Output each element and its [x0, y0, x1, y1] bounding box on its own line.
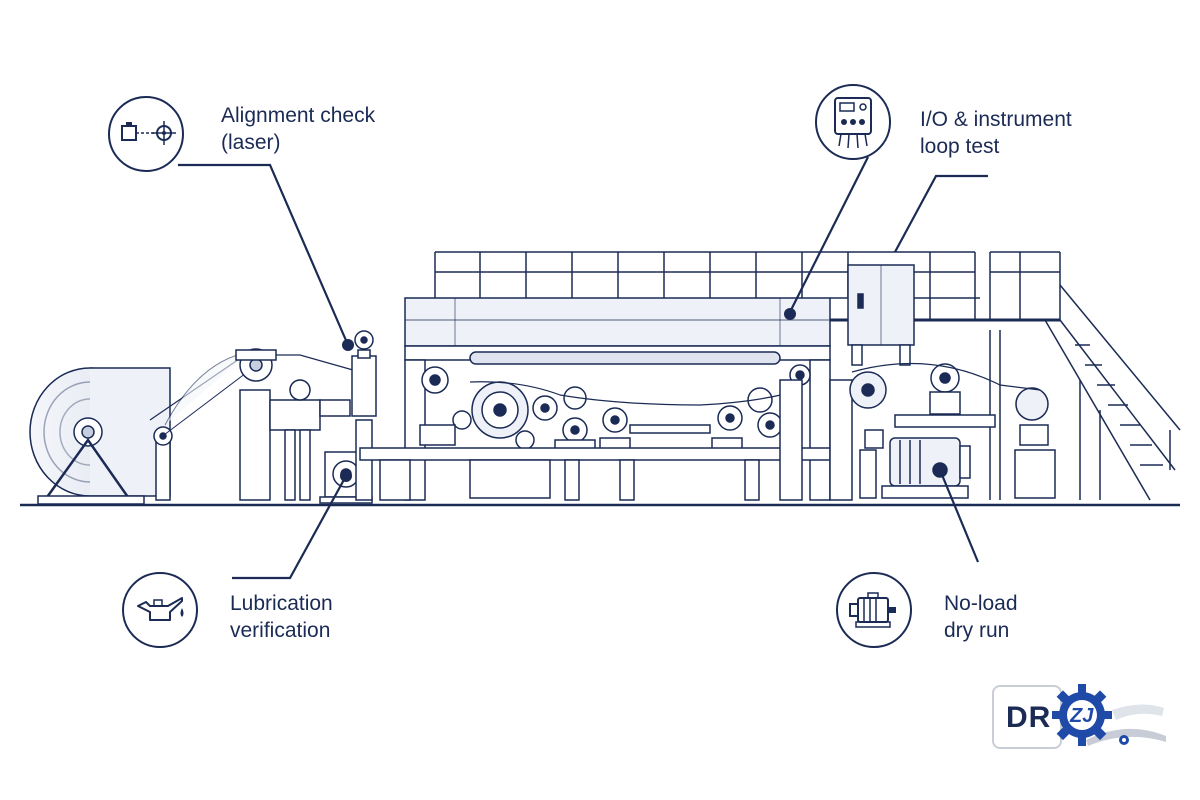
- callout-lines: [178, 156, 988, 580]
- drive-motor: [881, 437, 971, 499]
- io-test-line1: I/O & instrument: [920, 108, 1072, 131]
- brand-logo: DR ZJ: [992, 684, 1172, 750]
- alignment-check-label: Alignment check (laser): [221, 102, 375, 156]
- control-cabinet: [847, 264, 915, 366]
- paper-web-main: [469, 381, 801, 406]
- rewind-section: [829, 363, 1056, 501]
- logo-text: DR: [1006, 701, 1052, 734]
- alignment-line2: (laser): [221, 131, 281, 154]
- dry-run-line2: dry run: [944, 619, 1010, 642]
- lubrication-label: Lubrication verification: [230, 590, 333, 644]
- io-test-label: I/O & instrument loop test: [920, 106, 1072, 160]
- lubrication-line1: Lubrication: [230, 592, 333, 615]
- control-panel-icon: [815, 84, 891, 160]
- alignment-stand: [351, 330, 377, 501]
- lower-frame: [359, 379, 831, 501]
- alignment-line1: Alignment check: [221, 104, 376, 127]
- logo-mark: ZJ: [1069, 705, 1094, 727]
- dry-run-label: No-load dry run: [944, 590, 1018, 644]
- gear-logo-icon: ZJ: [1052, 684, 1166, 746]
- io-test-line2: loop test: [920, 135, 1000, 158]
- tension-station: [235, 348, 351, 501]
- roll-set: [419, 364, 811, 457]
- guide-roll-stand: [153, 426, 173, 501]
- oil-can-icon: [122, 572, 198, 648]
- laser-alignment-icon: [108, 96, 184, 172]
- staircase: [1044, 284, 1181, 501]
- callout-dots: [340, 308, 946, 482]
- lubrication-line2: verification: [230, 619, 331, 642]
- unwind-roll: [29, 367, 171, 505]
- dry-run-line1: No-load: [944, 592, 1018, 615]
- electric-motor-icon: [836, 572, 912, 648]
